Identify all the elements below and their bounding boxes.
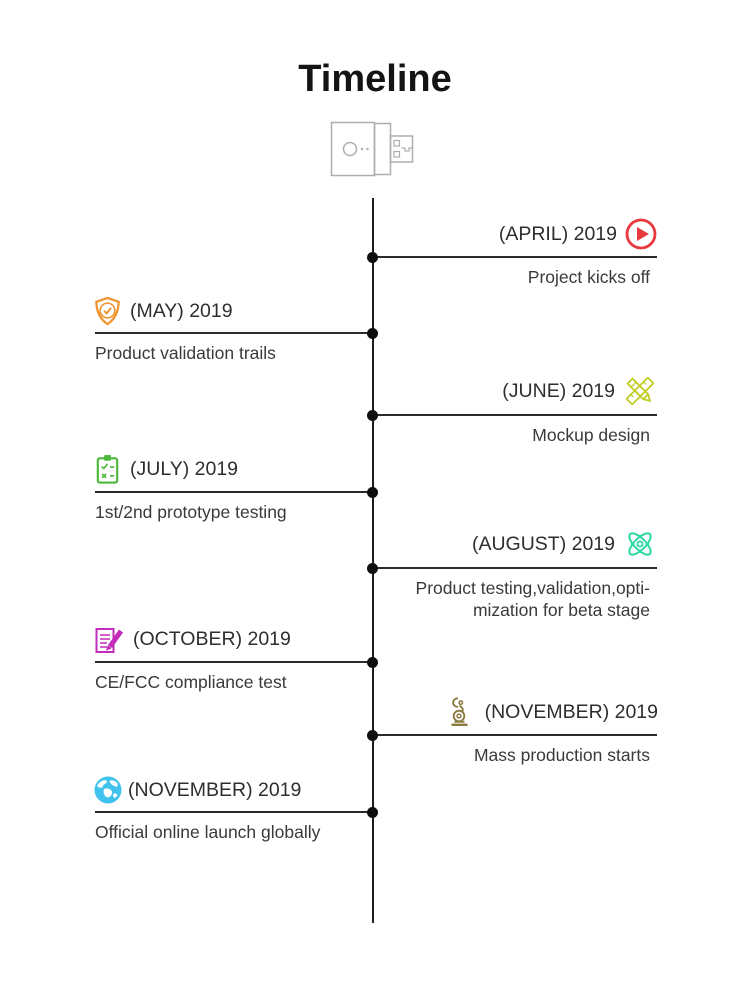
usb-plug — [389, 135, 414, 163]
shield-check-icon — [92, 295, 123, 327]
entry-date: (APRIL) 2019 — [498, 222, 617, 245]
entry-description: 1st/2nd prototype testing — [95, 502, 287, 522]
timeline-node-dot — [367, 487, 378, 498]
entry-date-row: (JUNE) 2019 — [502, 373, 658, 409]
entry-date-row: (APRIL) 2019 — [499, 217, 658, 251]
entry-description: Project kicks off — [527, 267, 650, 287]
entry-date-row: (OCTOBER) 2019 — [92, 622, 291, 656]
entry-connector-line — [373, 414, 657, 416]
globe-icon — [92, 774, 124, 806]
entry-date: (MAY) 2019 — [130, 299, 233, 322]
entry-connector-line — [373, 256, 657, 258]
timeline-node-dot — [367, 252, 378, 263]
entry-connector-line — [95, 811, 373, 813]
entry-connector-line — [95, 332, 373, 334]
entry-connector-line — [373, 734, 657, 736]
entry-description: Mockup design — [532, 425, 650, 445]
entry-date-row: (NOVEMBER) 2019 — [92, 774, 301, 806]
entry-date: (JULY) 2019 — [130, 458, 239, 480]
entry-date-row: (NOVEMBER) 2019 — [444, 695, 658, 729]
atom-icon — [622, 526, 658, 562]
entry-connector-line — [95, 661, 373, 663]
timeline-node-dot — [367, 730, 378, 741]
page-title: Timeline — [298, 58, 452, 100]
entry-connector-line — [95, 491, 373, 493]
timeline-node-dot — [367, 657, 378, 668]
timeline-node-dot — [367, 807, 378, 818]
timeline-node-dot — [367, 563, 378, 574]
entry-date: (NOVEMBER) 2019 — [484, 700, 658, 723]
pencil-ruler-icon — [622, 373, 658, 409]
play-icon — [624, 217, 658, 251]
entry-date: (AUGUST) 2019 — [471, 532, 615, 555]
timeline-node-dot — [367, 328, 378, 339]
usb-band — [373, 122, 392, 176]
entry-date: (NOVEMBER) 2019 — [128, 778, 302, 801]
usb-dongle-illustration — [330, 121, 416, 184]
entry-date-row: (AUGUST) 2019 — [472, 526, 658, 562]
entry-description: CE/FCC compliance test — [95, 672, 287, 692]
entry-description: Product testing,validation,opti- mizatio… — [415, 578, 650, 620]
timeline-node-dot — [367, 410, 378, 421]
clipboard-checklist-icon — [92, 453, 123, 486]
entry-description: Product validation trails — [95, 343, 276, 363]
entry-description: Official online launch globally — [95, 822, 321, 842]
entry-date-row: (MAY) 2019 — [92, 295, 233, 327]
robot-arm-icon — [444, 695, 478, 729]
timeline-axis — [372, 198, 374, 923]
document-pen-icon — [92, 622, 126, 656]
usb-led-ring — [342, 141, 358, 157]
entry-description: Mass production starts — [473, 745, 650, 765]
entry-date-row: (JULY) 2019 — [92, 453, 238, 486]
entry-connector-line — [373, 567, 657, 569]
entry-date: (JUNE) 2019 — [502, 379, 615, 402]
entry-date: (OCTOBER) 2019 — [133, 627, 291, 650]
